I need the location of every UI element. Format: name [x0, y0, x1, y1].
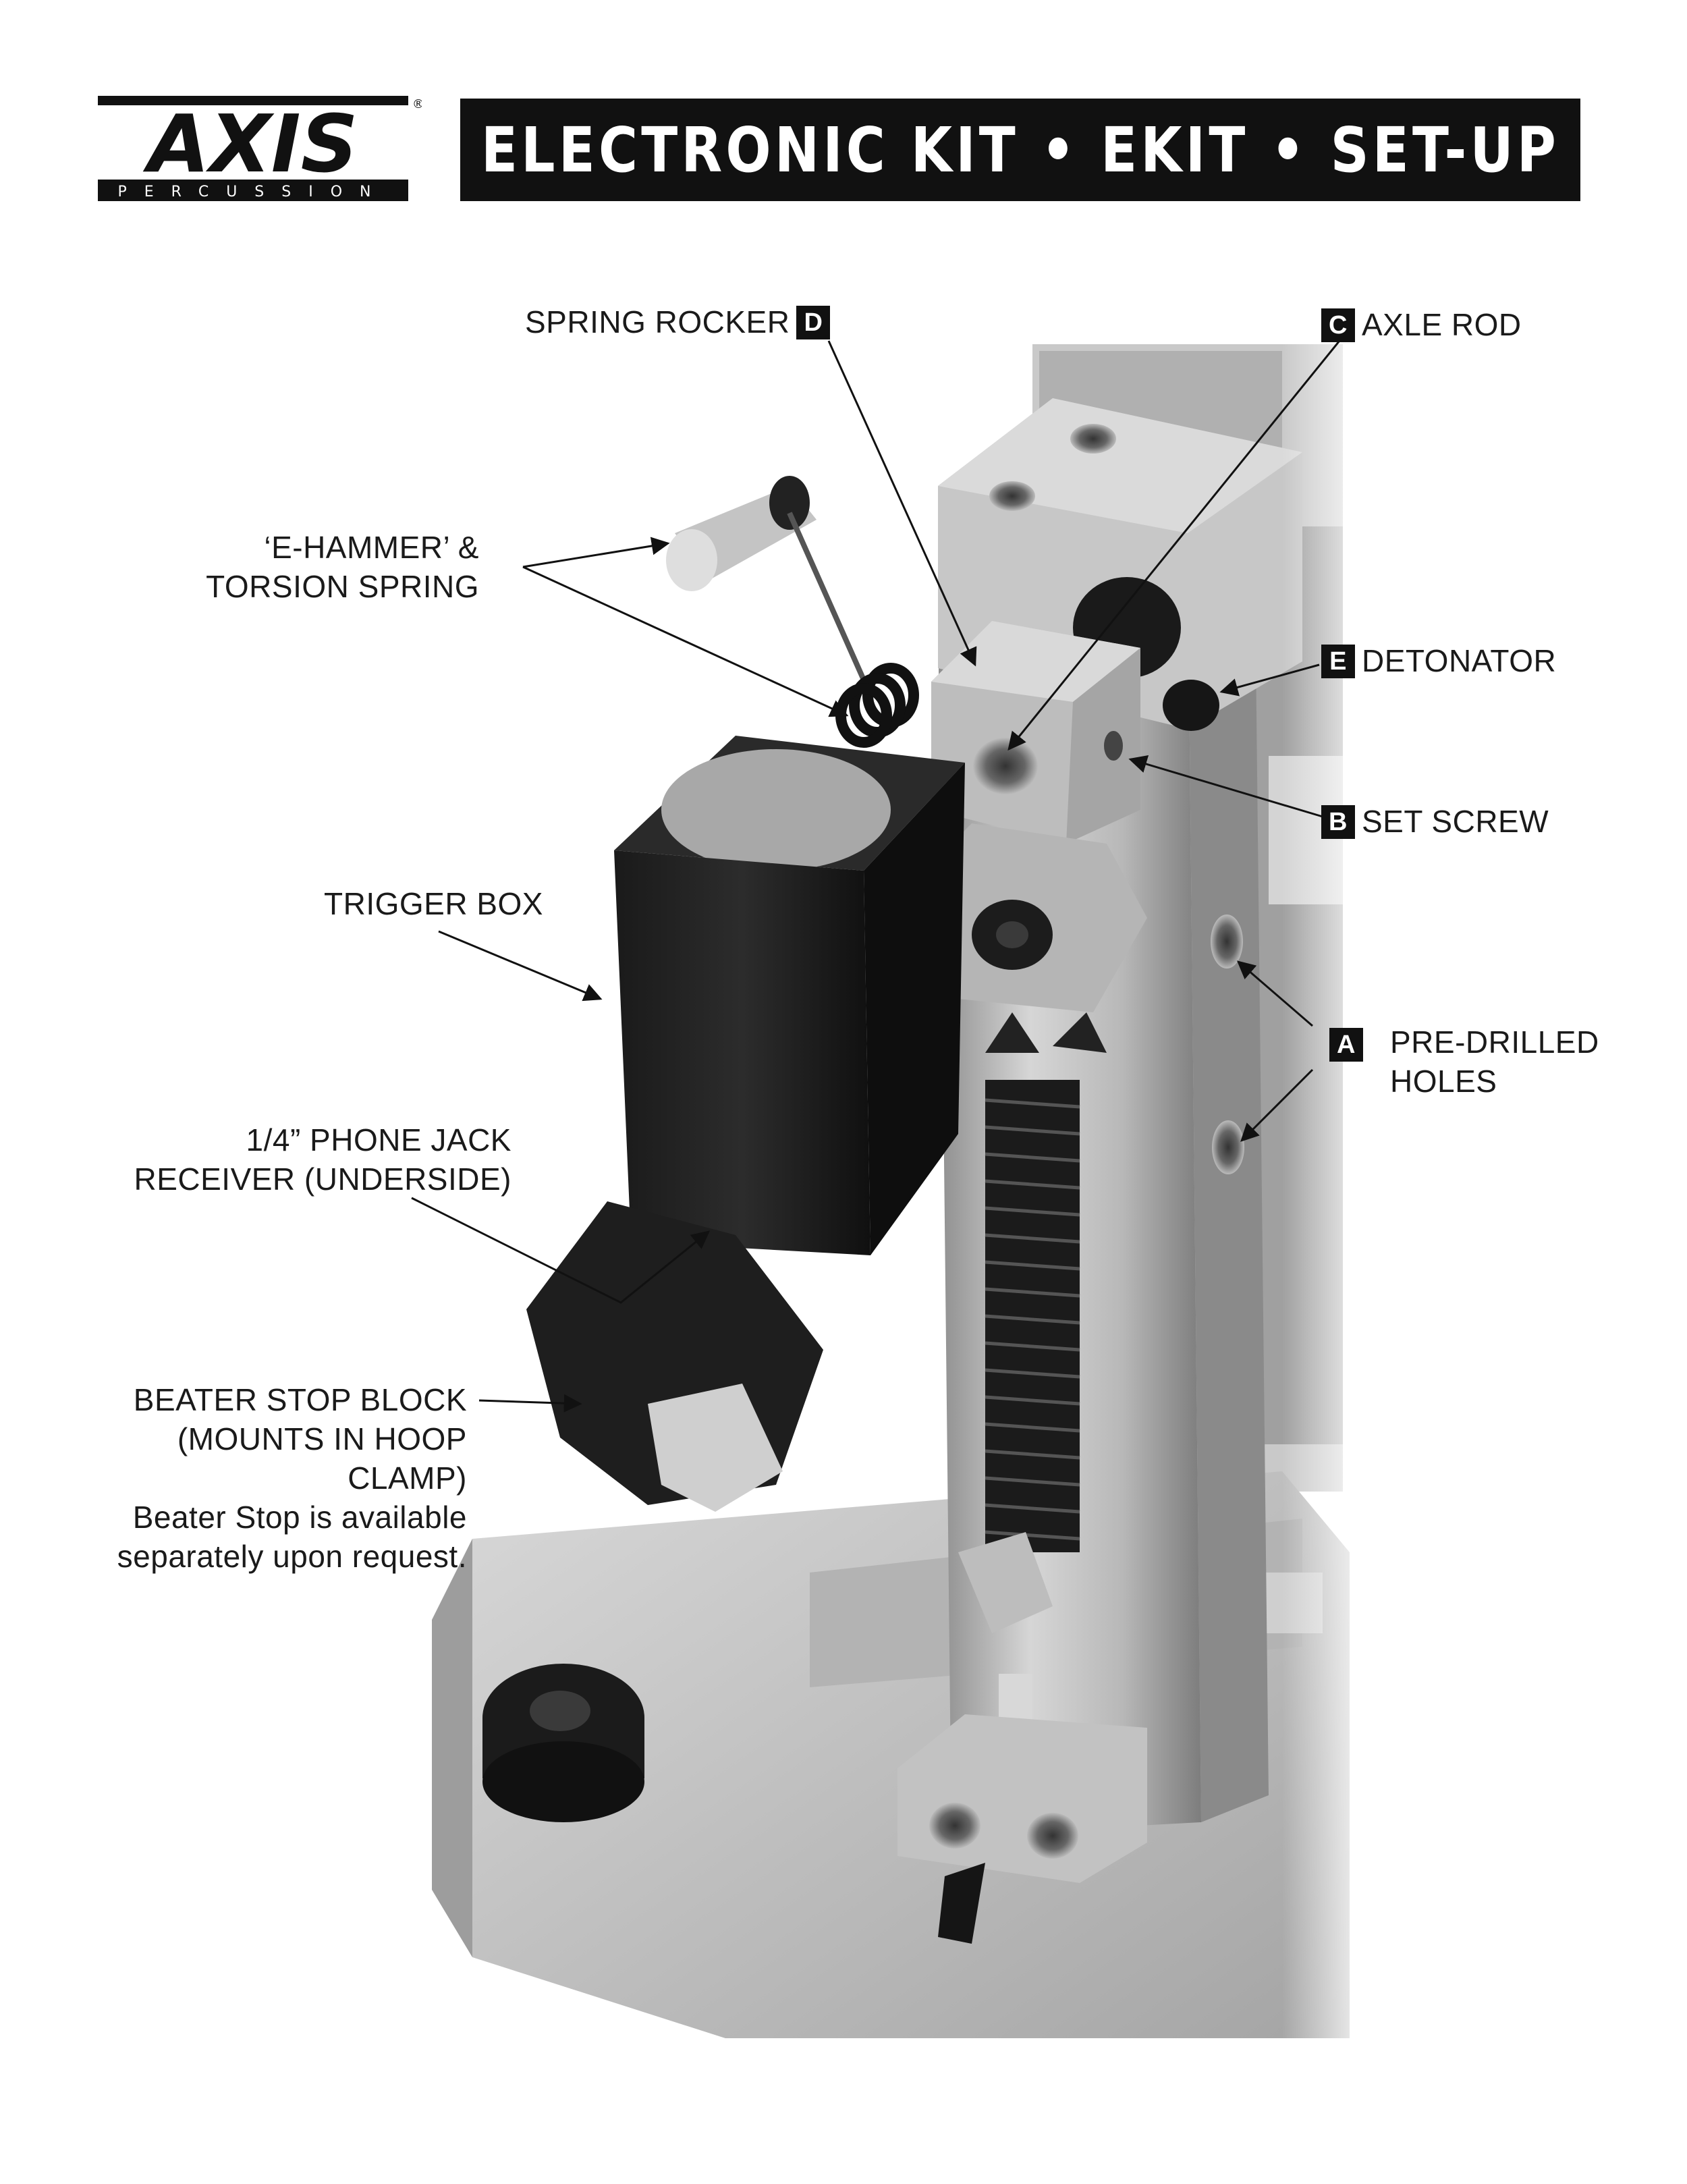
- callout-phone-jack-line2: RECEIVER (UNDERSIDE): [134, 1162, 511, 1197]
- callout-detonator-label: DETONATOR: [1362, 643, 1557, 678]
- callout-beater-stop: BEATER STOP BLOCK (MOUNTS IN HOOP CLAMP)…: [117, 1380, 467, 1576]
- pre-drilled-hole-lower: [1212, 1120, 1244, 1174]
- registered-mark: ®: [412, 97, 422, 111]
- callout-pre-drilled-line2: HOLES: [1390, 1064, 1497, 1099]
- callout-e-hammer-line1: ‘E-HAMMER’ &: [264, 530, 479, 565]
- badge-d: D: [796, 305, 831, 339]
- callout-beater-stop-line2: (MOUNTS IN HOOP: [177, 1421, 467, 1456]
- callout-phone-jack-line1: 1/4” PHONE JACK: [246, 1122, 511, 1157]
- callout-pre-drilled-holes: A PRE-DRILLED HOLES: [1329, 1022, 1599, 1101]
- callout-pre-drilled-line1: PRE-DRILLED: [1390, 1025, 1599, 1060]
- bottom-block: [897, 1714, 1147, 1883]
- trigger-pad: [661, 749, 891, 871]
- axis-wordmark: AXIS: [142, 97, 358, 190]
- callout-set-screw-label: SET SCREW: [1362, 804, 1549, 839]
- pre-drilled-hole-upper: [1211, 914, 1243, 968]
- callout-e-hammer: ‘E-HAMMER’ & TORSION SPRING: [206, 528, 479, 606]
- axis-logo: AXIS PERCUSSION ®: [98, 96, 422, 201]
- trigger-box: [614, 850, 870, 1255]
- percussion-subtext: PERCUSSION: [117, 184, 388, 200]
- beater-stop-note-line2: separately upon request.: [117, 1539, 467, 1574]
- detonator-screw: [1163, 680, 1219, 731]
- title-bar: ELECTRONIC KIT • EKIT • SET-UP: [460, 99, 1580, 201]
- page-title: ELECTRONIC KIT • EKIT • SET-UP: [480, 113, 1560, 186]
- callout-beater-stop-line1: BEATER STOP BLOCK: [133, 1382, 467, 1417]
- callout-trigger-box-label: TRIGGER BOX: [324, 886, 543, 921]
- callout-spring-rocker-label: SPRING ROCKER: [525, 304, 790, 339]
- callout-phone-jack: 1/4” PHONE JACK RECEIVER (UNDERSIDE): [134, 1120, 511, 1199]
- badge-e: E: [1321, 644, 1355, 678]
- badge-b: B: [1321, 804, 1355, 839]
- badge-a: A: [1329, 1028, 1363, 1062]
- torsion-spring: [835, 663, 919, 748]
- callout-beater-stop-line3: CLAMP): [348, 1460, 467, 1496]
- axle-rod-hole: [973, 738, 1038, 794]
- coil-spring: [985, 1012, 1107, 1552]
- callout-e-hammer-line2: TORSION SPRING: [206, 569, 479, 604]
- callout-trigger-box: TRIGGER BOX: [324, 884, 543, 923]
- callout-axle-rod-label: AXLE ROD: [1362, 307, 1522, 342]
- beater-stop-note-line1: Beater Stop is available: [132, 1500, 467, 1535]
- badge-c: C: [1321, 308, 1355, 342]
